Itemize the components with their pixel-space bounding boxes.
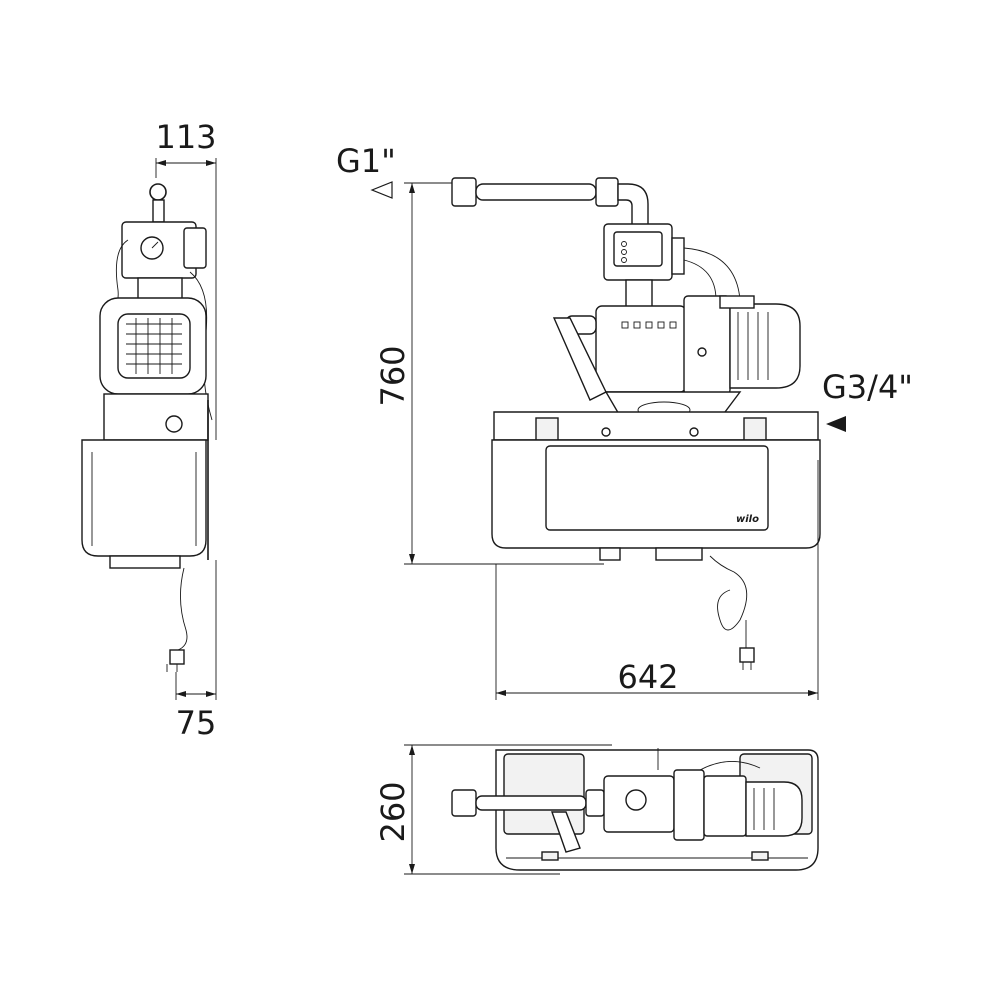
- inlet-marker-icon: [826, 416, 846, 432]
- outlet-marker-icon: [370, 181, 393, 199]
- cable: [683, 259, 717, 301]
- motor-fins-top: [753, 788, 775, 830]
- outlet-fitting: [451, 789, 477, 817]
- pump-body: [595, 305, 687, 393]
- plug-icon: [739, 647, 755, 663]
- outlet-fitting: [451, 177, 477, 207]
- arrowhead: [206, 160, 216, 166]
- pump-vents: [621, 321, 677, 329]
- inlet-label: G3/4": [822, 368, 913, 406]
- indicator-light: [621, 249, 627, 255]
- cable: [683, 247, 746, 301]
- arrowhead: [496, 690, 506, 696]
- tank-top-panel: [503, 753, 585, 835]
- motor-top: [703, 775, 747, 837]
- switch-knob: [625, 789, 647, 811]
- brand-logo: wilo: [736, 514, 759, 525]
- motor-fins: [737, 312, 769, 380]
- switch-side-box: [183, 227, 207, 269]
- terminal-box: [719, 295, 755, 309]
- pump-neck: [625, 279, 653, 309]
- foot-pad: [751, 851, 769, 861]
- motor-front: [683, 295, 731, 395]
- rim-pad: [535, 417, 559, 441]
- dim-642-label: 642: [617, 658, 678, 696]
- fan-grille: [126, 318, 182, 374]
- rim-pad: [743, 417, 767, 441]
- switch-panel: [613, 231, 663, 267]
- top-view: 260: [374, 744, 819, 875]
- hose-fitting: [595, 177, 619, 207]
- gauge-needle: [151, 241, 159, 249]
- dim-113-label: 113: [155, 118, 216, 156]
- motor-screw: [697, 347, 707, 357]
- hook: [149, 183, 167, 201]
- dim-75-label: 75: [176, 704, 217, 742]
- power-cord: [709, 555, 748, 631]
- arrowhead: [409, 745, 415, 755]
- pump-neck: [137, 277, 183, 301]
- arrowhead: [156, 160, 166, 166]
- hose-fitting: [585, 789, 605, 817]
- indicator-light: [621, 241, 627, 247]
- arrowhead: [176, 691, 186, 697]
- arrowhead: [409, 864, 415, 874]
- flex-hose: [475, 795, 587, 811]
- dim-760-label: 760: [374, 345, 412, 406]
- power-cord: [177, 567, 188, 651]
- tank: [81, 439, 207, 557]
- foot-pad: [541, 851, 559, 861]
- cable-gland: [671, 237, 685, 275]
- hook-stem: [152, 199, 165, 223]
- indicator-light: [621, 257, 627, 263]
- arrowhead: [409, 183, 415, 193]
- elbow-pipe: [617, 183, 649, 227]
- rim-bolt: [601, 427, 611, 437]
- suction-pipe-top: [551, 811, 581, 853]
- tank-front-panel: [545, 445, 769, 531]
- tank-foot: [599, 547, 621, 561]
- cable: [699, 761, 761, 771]
- arrowhead: [409, 554, 415, 564]
- side-view: 113: [81, 118, 217, 742]
- pump-body-top: [673, 769, 705, 841]
- tank-foot: [655, 547, 703, 561]
- flex-hose: [475, 183, 597, 201]
- tank-base: [109, 555, 181, 569]
- rim-bolt: [689, 427, 699, 437]
- bracket-bolt: [165, 415, 183, 433]
- outlet-label: G1": [336, 142, 396, 180]
- motor-body: [729, 303, 801, 389]
- mount-bracket: [103, 393, 209, 441]
- arrowhead: [808, 690, 818, 696]
- dim-260-label: 260: [374, 781, 412, 842]
- front-view: G1" 760: [336, 142, 913, 700]
- arrowhead: [206, 691, 216, 697]
- plug-icon: [169, 649, 185, 665]
